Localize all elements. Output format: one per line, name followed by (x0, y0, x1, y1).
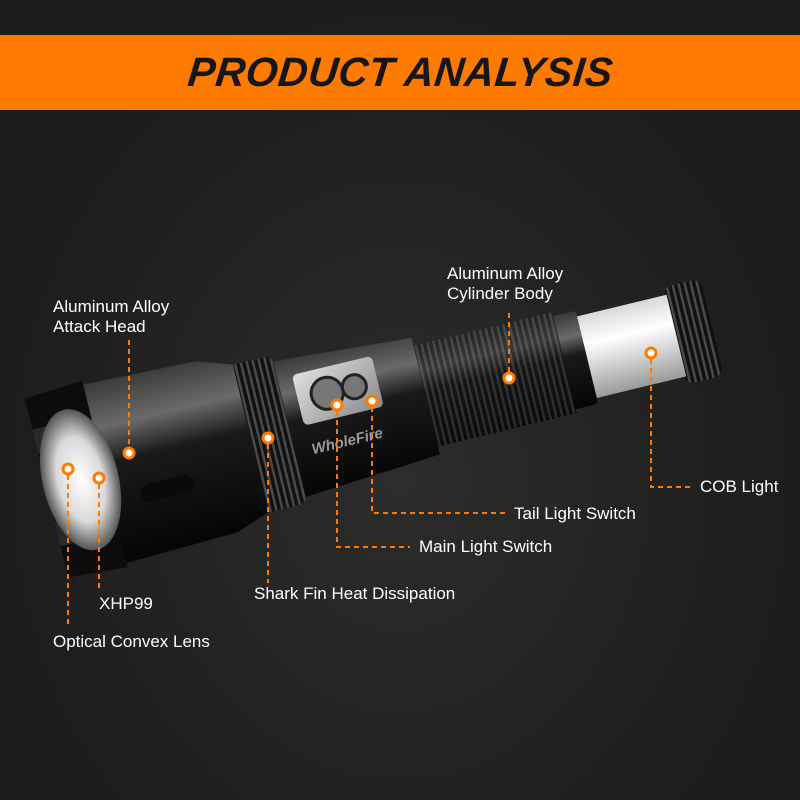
label-main-switch: Main Light Switch (419, 537, 553, 556)
label-attack-head: Aluminum Alloy Attack Head (53, 297, 169, 337)
label-cylinder-body: Aluminum Alloy Cylinder Body (447, 264, 563, 304)
tail-cap (663, 280, 723, 383)
label-xhp99: XHP99 (99, 594, 153, 613)
dot-lens (61, 462, 75, 476)
label-cob-light: COB Light (700, 477, 779, 496)
lens (39, 409, 122, 551)
dot-attack-head (122, 446, 136, 460)
callout-dots (61, 346, 658, 485)
dot-xhp99 (92, 471, 106, 485)
dot-tail-switch (365, 394, 379, 408)
head (78, 361, 269, 565)
collar (551, 311, 598, 410)
callout-line-main-switch (336, 411, 410, 548)
cylinder-body-shade (408, 312, 577, 448)
callout-line-cob-light (650, 359, 690, 488)
tail-switch-button (340, 373, 368, 401)
title-banner: PRODUCT ANALYSIS (0, 35, 800, 110)
dot-main-switch (330, 398, 344, 412)
label-line: Cylinder Body (447, 284, 553, 303)
cob-cylinder (574, 294, 687, 399)
label-line: Attack Head (53, 317, 146, 336)
label-line: Aluminum Alloy (53, 297, 170, 316)
callout-lines (67, 310, 690, 628)
label-lens: Optical Convex Lens (53, 632, 210, 651)
label-shark-fin: Shark Fin Heat Dissipation (254, 584, 456, 603)
dot-cylinder-body (502, 371, 516, 385)
label-line: Aluminum Alloy (447, 264, 564, 283)
label-tail-switch: Tail Light Switch (514, 504, 636, 523)
dot-shark-fin (261, 431, 275, 445)
head-groove (140, 475, 195, 502)
dot-cob-light (644, 346, 658, 360)
